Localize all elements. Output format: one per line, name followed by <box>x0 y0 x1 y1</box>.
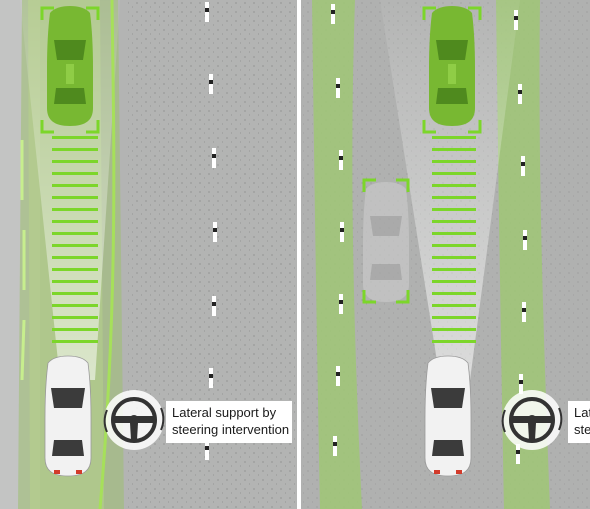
sensor-beam <box>20 0 120 380</box>
left-panel <box>0 0 297 509</box>
sensor-beam <box>380 0 520 380</box>
lane-line-left <box>312 0 362 509</box>
callout-left-line2: steering intervention <box>172 422 290 437</box>
road-posts-left <box>331 4 344 456</box>
lane-line-right <box>496 0 550 509</box>
panel-divider <box>297 0 301 509</box>
ghost-car-brackets <box>362 178 410 304</box>
steering-wheel-icon <box>501 390 563 450</box>
road-posts <box>205 2 217 460</box>
ego-car <box>424 355 472 477</box>
callout-left-line1: Lateral support by <box>172 405 277 420</box>
ghost-car <box>363 182 409 302</box>
lead-car <box>429 6 475 126</box>
lane-dash-left <box>20 140 26 381</box>
callout-right-line1: Lateral support by <box>574 405 590 420</box>
steering-wheel-icon <box>103 390 165 450</box>
distance-bars <box>52 136 98 343</box>
road-posts-right <box>514 10 527 464</box>
callout-right-line2: steering intervention <box>574 422 590 437</box>
lead-car-brackets <box>422 6 482 134</box>
callout-right: Lateral support by steering intervention <box>568 401 590 443</box>
ego-car <box>44 355 92 477</box>
distance-bars <box>432 136 476 343</box>
lead-car-brackets <box>40 6 100 134</box>
lead-car <box>47 6 93 126</box>
right-panel <box>301 0 590 509</box>
callout-left: Lateral support by steering intervention <box>166 401 292 443</box>
